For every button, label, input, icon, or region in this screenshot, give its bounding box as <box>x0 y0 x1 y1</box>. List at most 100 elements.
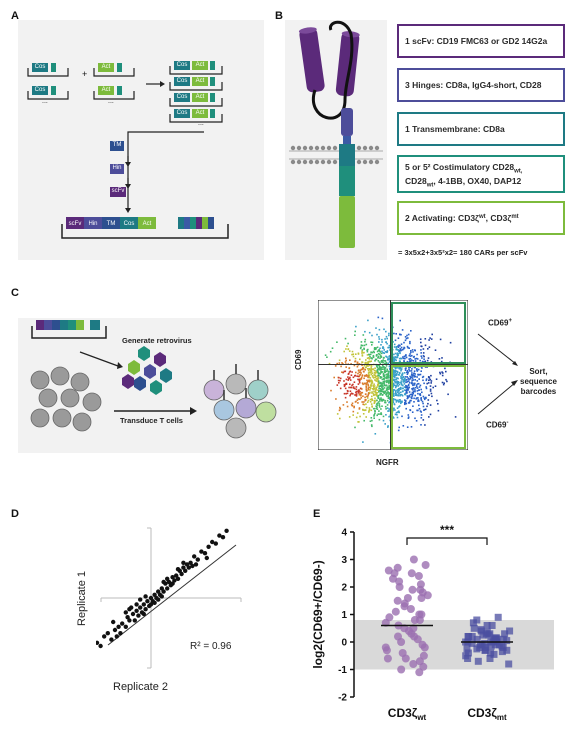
final-act-label: Act <box>142 221 152 227</box>
flow-gate-vertical <box>390 300 391 450</box>
combined-cos-label-2: Cos <box>176 78 188 84</box>
cd69-negative-label: CD69- <box>486 420 509 430</box>
act2-chip-label: Act <box>101 87 111 93</box>
replicate-point <box>224 528 229 533</box>
replicate-point <box>220 535 226 540</box>
replicate-point <box>141 602 146 607</box>
wt-point <box>416 585 425 594</box>
wt-point <box>401 654 410 663</box>
cos2-chip-label: Cos <box>34 87 46 93</box>
wt-point <box>423 591 432 600</box>
replicate-point <box>166 579 172 585</box>
replicate-point <box>114 634 119 639</box>
replicate-point <box>210 539 215 545</box>
mt-point <box>483 622 491 629</box>
activating-sub-mt: mt <box>511 214 519 221</box>
wt-point <box>414 572 423 580</box>
plus-sign: + <box>82 69 88 79</box>
mt-point <box>506 627 514 635</box>
replicate-point <box>127 607 132 612</box>
mt-point <box>501 630 509 638</box>
replicate-point <box>193 562 199 567</box>
wt-point <box>419 651 428 660</box>
panel-label-b: B <box>275 10 283 22</box>
replicate-point <box>156 597 161 602</box>
mt-point <box>469 619 477 627</box>
cos-library <box>27 63 69 100</box>
retrovirus-hexagons <box>122 346 172 395</box>
panel-b-background <box>285 20 387 260</box>
y-tick-label: 0 <box>341 638 347 649</box>
replicate-point <box>138 597 143 602</box>
replicate-point <box>170 581 175 586</box>
mt-point <box>485 631 493 639</box>
mt-point <box>463 645 471 653</box>
panel-a-diagram <box>27 61 229 239</box>
replicate-scatter-plot <box>96 527 242 669</box>
combined-cos-label-1: Cos <box>176 62 188 68</box>
scfv-chip-label: scFv <box>111 188 125 194</box>
wt-point <box>415 610 424 619</box>
replicate-point <box>181 565 186 570</box>
significance-label: *** <box>440 523 454 537</box>
mt-point <box>499 635 507 643</box>
combined-act-label-4: Act <box>195 110 205 116</box>
tm-chip-label: TM <box>112 142 122 148</box>
wt-point <box>409 660 418 668</box>
replicate-point <box>206 544 211 549</box>
mt-point <box>481 646 489 654</box>
wt-point <box>407 569 416 578</box>
mt-point <box>464 633 472 640</box>
wt-point <box>417 594 426 602</box>
mt-point <box>474 657 482 665</box>
flow-cytometry-plot <box>318 300 468 450</box>
replicate-point <box>143 607 148 612</box>
replicate-point <box>148 602 154 607</box>
mt-point <box>473 645 481 653</box>
replicate-point <box>172 578 177 583</box>
replicate-point <box>181 560 186 565</box>
mt-point <box>478 641 486 649</box>
flow-sort-arrows <box>477 333 518 415</box>
y-axis-label: log2(CD69+/CD69-) <box>311 560 325 668</box>
replicate-point <box>159 586 164 591</box>
combined-library <box>169 61 223 123</box>
combined-cos-label-4: Cos <box>176 110 188 116</box>
category-label: CD3ζmt <box>467 706 507 722</box>
hinge-option-box: 3 Hinges: CD8a, IgG4-short, CD28 <box>397 68 565 102</box>
y-tick-label: -1 <box>338 665 347 676</box>
replicate-point <box>111 619 116 625</box>
mt-point <box>488 622 496 629</box>
final-cos-label: Cos <box>123 221 135 227</box>
mt-point <box>503 646 511 654</box>
mt-point <box>468 633 476 640</box>
replicate2-axis-label: Replicate 2 <box>113 681 169 693</box>
scfv-option-box: 1 scFv: CD19 FMC63 or GD2 14G2a <box>397 24 565 58</box>
costim-sub-wt: wt, <box>514 168 523 175</box>
combined-act-label-2: Act <box>195 78 205 84</box>
cd69-gate-minus <box>391 365 466 449</box>
act-library <box>93 63 135 100</box>
wt-point <box>409 624 418 633</box>
replicate-point <box>112 627 118 633</box>
replicate-point <box>186 565 191 570</box>
y-tick-label: 2 <box>341 583 347 594</box>
panel-label-d: D <box>11 508 19 520</box>
y-tick-label: 4 <box>341 528 347 539</box>
costimulatory-option-box: 5 or 5² Costimulatory CD28wt, CD28wt, 4-… <box>397 155 565 193</box>
mt-point <box>495 641 503 649</box>
car-count-formula: = 3x5x2+3x5²x2= 180 CARs per scFv <box>398 248 528 257</box>
replicate-point <box>199 549 204 554</box>
activating-mid: , CD3ζ <box>485 212 512 223</box>
flow-gate-horizontal <box>318 364 468 365</box>
replicate-point <box>141 611 146 617</box>
final-construct <box>61 217 229 239</box>
cos1-chip-label: Cos <box>34 64 46 70</box>
mt-point <box>499 644 507 651</box>
replicate-point <box>159 594 164 599</box>
combined-cos-label-3: Cos <box>176 94 188 100</box>
wt-point <box>410 616 419 624</box>
activating-sub-wt: wt <box>478 214 486 221</box>
